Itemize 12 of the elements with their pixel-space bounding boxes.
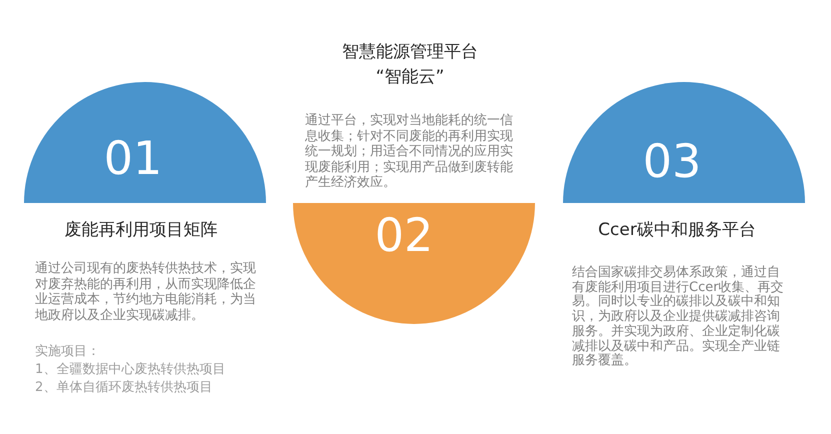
- step-number: 01: [104, 135, 162, 181]
- step-number: 02: [374, 212, 434, 258]
- section-heading: 智慧能源管理平台“智能云”: [342, 41, 478, 89]
- description-text: 通过平台，实现对当地能耗的统一信息收集；针对不同废能的再利用实现统一规划；用适合不同情况的应用实现废能利用；实现用产品做到废转能产生经济效应。: [305, 113, 514, 190]
- step-number: 03: [642, 138, 702, 184]
- list-item: 2、单体自循环废热转供热项目: [35, 380, 212, 397]
- list-item: 1、全疆数据中心废热转供热项目: [35, 362, 226, 379]
- list-heading: 实施项目：: [35, 344, 100, 361]
- description-text: 结合国家碳排交易体系政策，通过自有废能利用项目进行Ccer收集、再交易。同时以专业的碳排以及碳中和知识，为政府以及企业提供碳减排咨询服务。并实现为政府、企业定制化碳减排以及碳中和产品。实现全产业链服务覆盖。: [572, 266, 785, 369]
- section-heading: Ccer碳中和服务平台: [598, 220, 756, 240]
- section-heading: 废能再利用项目矩阵: [64, 220, 218, 240]
- description-text: 通过公司现有的废热转供热技术，实现对废弃热能的再利用，从而实现降低企业运营成本，节约地方电能消耗，为当地政府以及企业实现碳减排。: [35, 261, 257, 323]
